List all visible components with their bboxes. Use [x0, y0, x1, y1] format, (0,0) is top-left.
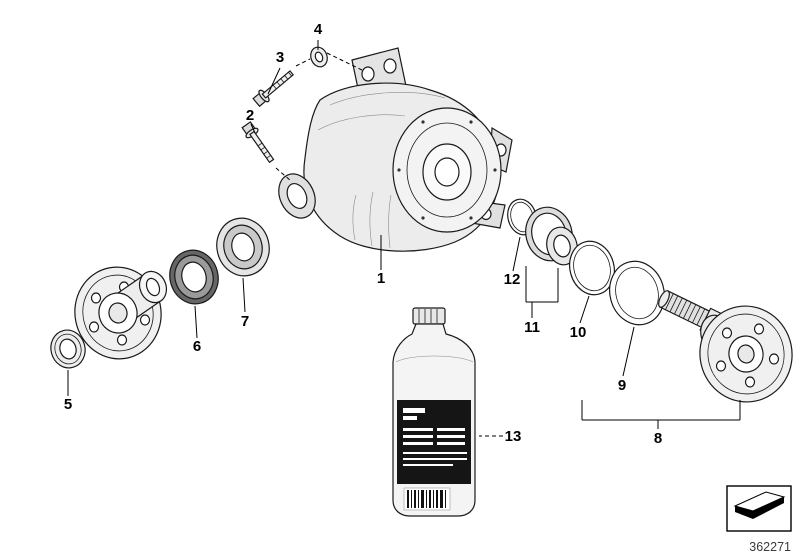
part-5-seal-ring	[50, 329, 86, 369]
part-label-2[interactable]: 2	[246, 107, 254, 124]
leader-lines	[67, 40, 741, 437]
part-label-8[interactable]: 8	[654, 430, 662, 447]
part-label-5[interactable]: 5	[64, 396, 72, 413]
direction-wedge-icon	[726, 485, 792, 532]
part-7-seal-ring	[216, 217, 270, 277]
part-label-12[interactable]: 12	[504, 271, 521, 288]
part-2-bolt	[241, 121, 275, 164]
part-label-7[interactable]: 7	[241, 313, 249, 330]
part-4-washer	[310, 46, 328, 68]
part-11-bearing	[525, 206, 578, 266]
part-label-1[interactable]: 1	[377, 270, 385, 287]
part-label-13[interactable]: 13	[505, 428, 522, 445]
drive-flange-left	[74, 266, 168, 360]
part-1-housing	[278, 47, 513, 252]
part-10-ring	[569, 240, 615, 296]
bottle-barcode	[403, 487, 451, 511]
part-labels: 1 2 3 4 5 6 7 8 9 10 11 12 13	[64, 21, 662, 447]
part-6-shaft-seal	[169, 249, 219, 305]
part-label-9[interactable]: 9	[618, 377, 626, 394]
part-8-output-flange	[658, 290, 793, 403]
drawing-number: 362271	[749, 540, 791, 554]
part-label-11[interactable]: 11	[524, 319, 540, 336]
part-label-10[interactable]: 10	[570, 324, 587, 341]
part-13-oil-bottle	[392, 307, 476, 517]
part-label-6[interactable]: 6	[193, 338, 201, 355]
part-9-ring	[609, 260, 665, 326]
part-label-3[interactable]: 3	[276, 49, 284, 66]
part-3-bolt	[252, 70, 295, 108]
part-label-4[interactable]: 4	[314, 21, 323, 38]
